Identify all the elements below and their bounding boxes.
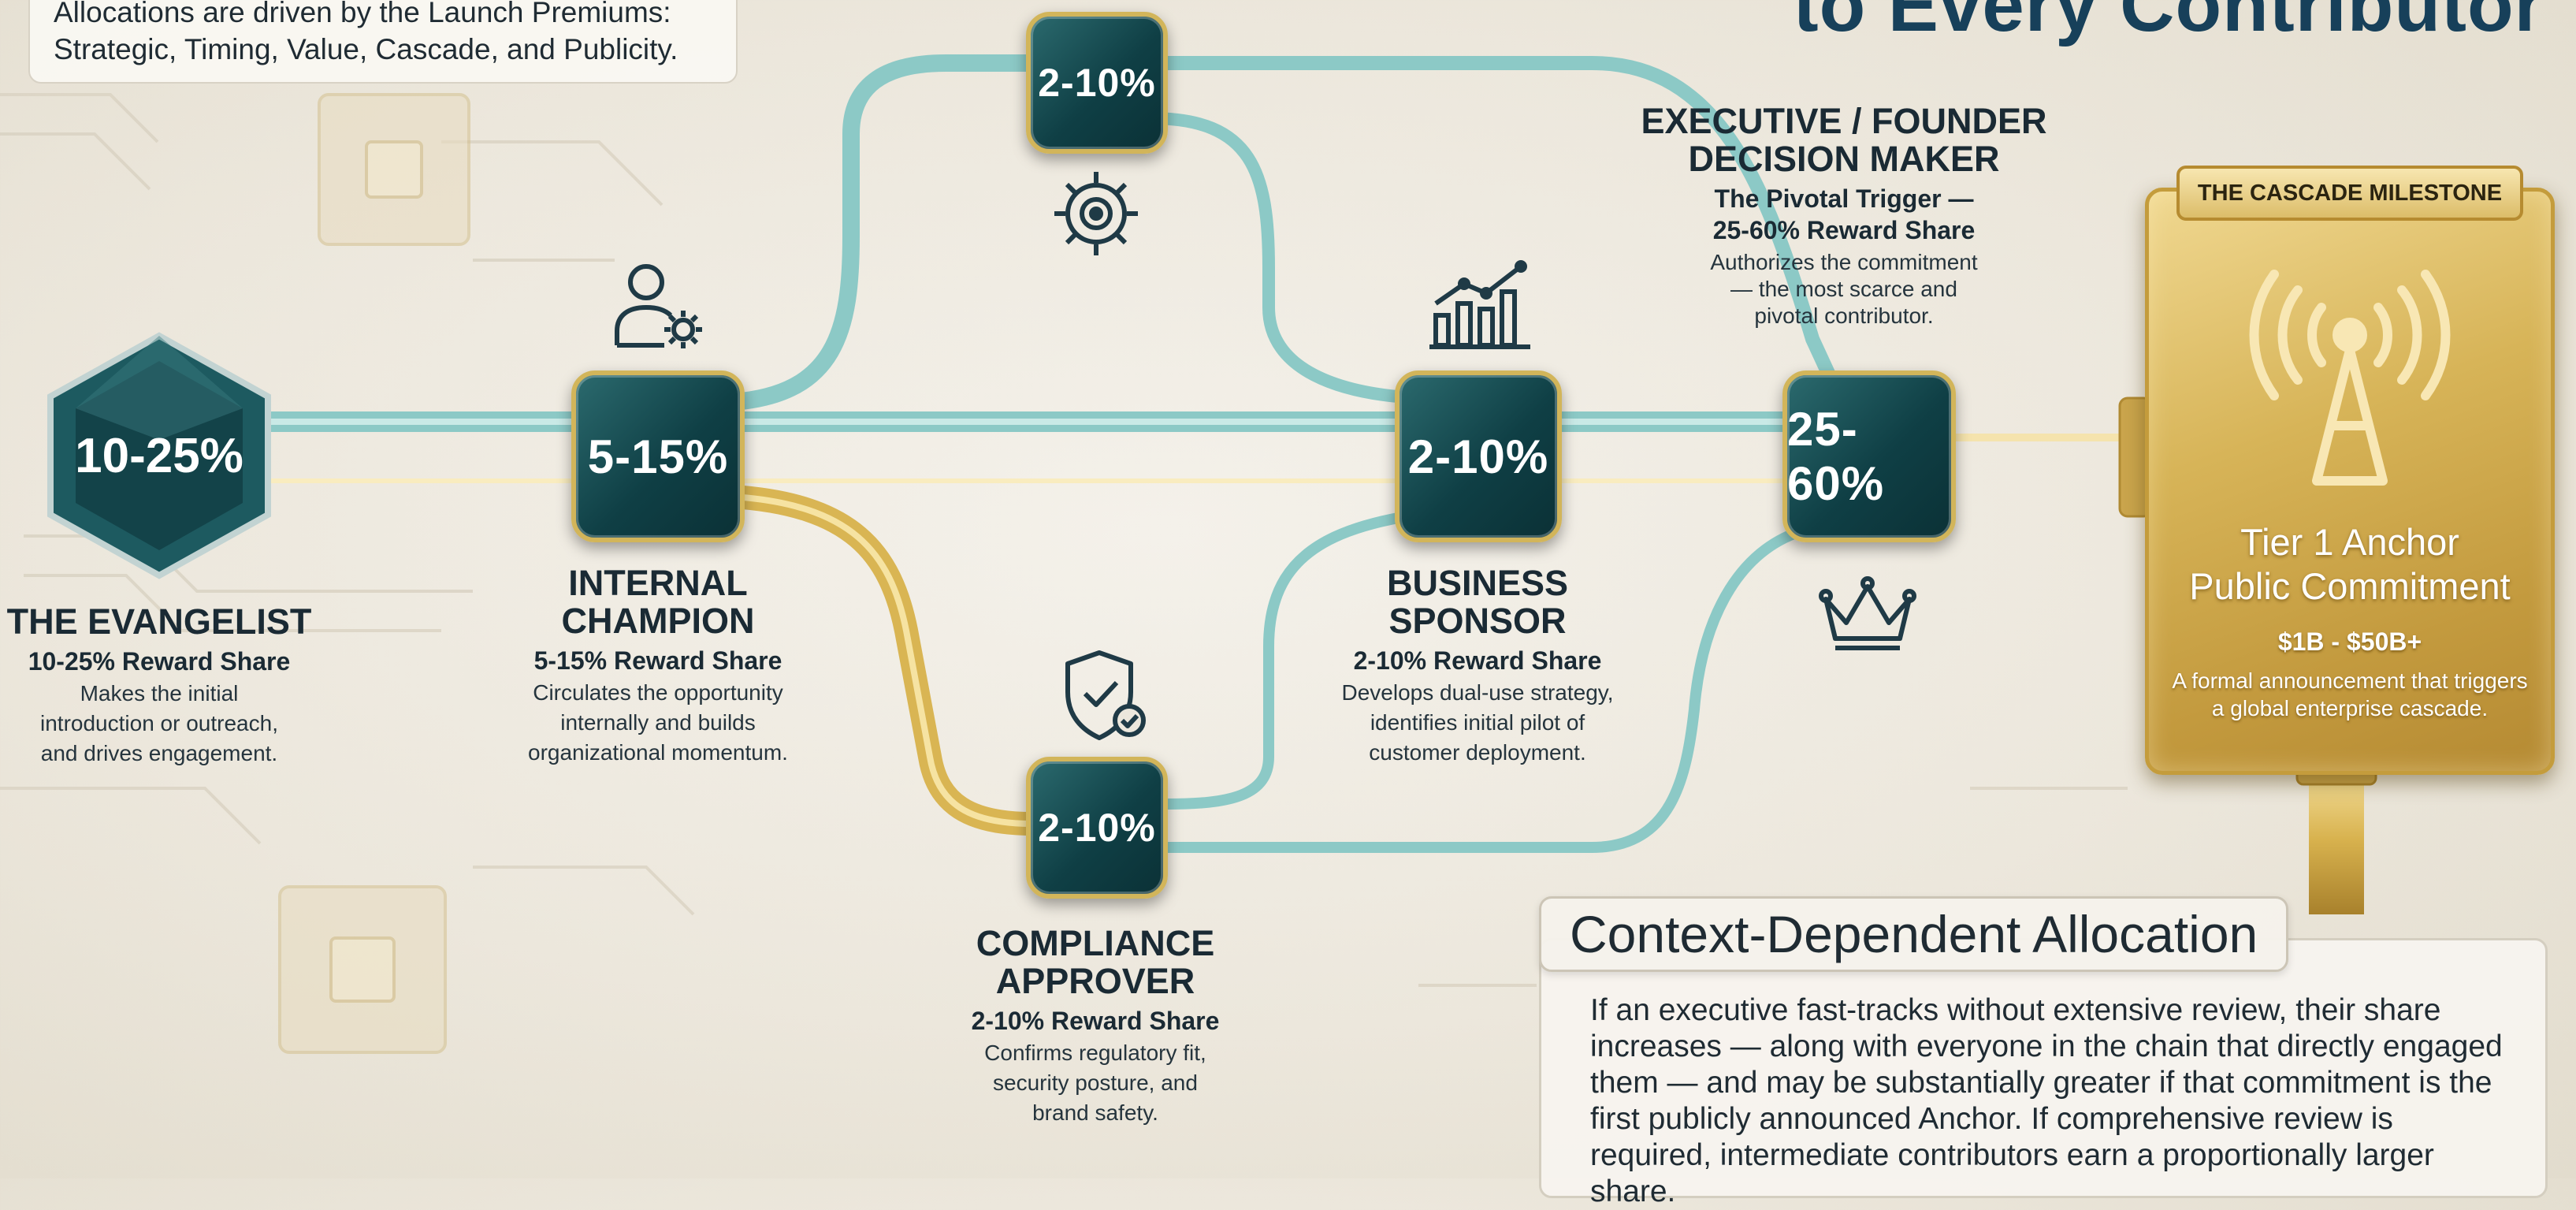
intro-note: Allocations are driven by the Launch Pre… — [28, 0, 738, 84]
executive-title-1: EXECUTIVE / FOUNDER — [1641, 101, 2047, 141]
evangelist-percent: 10-25% — [75, 428, 243, 483]
evangelist-desc-3: and drives engagement. — [40, 741, 278, 765]
champion-share: 5-15% Reward Share — [533, 646, 782, 675]
intro-note-line-2: Strategic, Timing, Value, Cascade, and P… — [54, 33, 678, 65]
sponsor-title-1: BUSINESS — [1386, 563, 1569, 603]
executive-share-2: 25-60% Reward Share — [1712, 216, 1976, 244]
evangelist-share: 10-25% Reward Share — [28, 647, 291, 676]
shield-check-icon — [1065, 650, 1146, 740]
intro-note-line-1: Allocations are driven by the Launch Pre… — [54, 0, 671, 28]
anchor-desc-2: a global enterprise cascade. — [2211, 696, 2489, 720]
sponsor-desc-1: Develops dual-use strategy, — [1341, 680, 1614, 705]
evangelist-title: THE EVANGELIST — [6, 601, 312, 642]
compliance-title-1: COMPLIANCE — [976, 923, 1215, 963]
evangelist-desc-2: introduction or outreach, — [40, 711, 278, 735]
anchor-title-1: Tier 1 Anchor — [2240, 521, 2459, 563]
user-gear-icon — [615, 264, 702, 348]
champion-title-1: INTERNAL — [568, 563, 748, 603]
executive-share-1: The Pivotal Trigger — — [1714, 184, 1974, 213]
broadcast-tower-icon — [2249, 270, 2451, 486]
compliance-desc-2: security posture, and — [993, 1070, 1198, 1095]
champion-desc-1: Circulates the opportunity — [533, 680, 783, 705]
cascade-milestone-tab: THE CASCADE MILESTONE — [2176, 166, 2523, 221]
compliance-desc-1: Confirms regulatory fit, — [984, 1041, 1206, 1065]
evangelist-node: 10-25% — [41, 329, 277, 582]
sponsor-desc-3: customer deployment. — [1369, 740, 1586, 765]
executive-node: 25-60% — [1782, 370, 1956, 542]
anchor-desc-1: A formal announcement that triggers — [2172, 668, 2528, 693]
top-branch-node: 2-10% — [1026, 12, 1168, 154]
chip-decoration-bottom — [278, 885, 447, 1054]
hexagon-gem-shape — [47, 332, 271, 579]
executive-desc-2: — the most scarce and — [1730, 277, 1957, 301]
compliance-label: COMPLIANCE APPROVER 2-10% Reward Share C… — [930, 925, 1261, 1126]
context-heading: Context-Dependent Allocation — [1539, 896, 2289, 972]
champion-node: 5-15% — [571, 370, 745, 542]
sponsor-label: BUSINESS SPONSOR 2-10% Reward Share Deve… — [1308, 564, 1647, 766]
compliance-share: 2-10% Reward Share — [971, 1007, 1220, 1035]
champion-label: INTERNAL CHAMPION 5-15% Reward Share Cir… — [496, 564, 820, 766]
chip-decoration-top — [318, 93, 470, 246]
evangelist-label: THE EVANGELIST 10-25% Reward Share Makes… — [0, 603, 318, 767]
anchor-desc: A formal announcement that triggers a gl… — [2145, 667, 2555, 722]
sponsor-share: 2-10% Reward Share — [1353, 646, 1602, 675]
compliance-node: 2-10% — [1026, 757, 1168, 899]
crown-icon — [1819, 576, 1916, 650]
executive-desc-1: Authorizes the commitment — [1710, 250, 1978, 274]
sponsor-title-2: SPONSOR — [1388, 601, 1567, 641]
pipe-network — [0, 54, 2377, 1054]
page-title: to Every Contributor — [1793, 0, 2544, 47]
compliance-title-2: APPROVER — [995, 961, 1195, 1001]
executive-label: EXECUTIVE / FOUNDER DECISION MAKER The P… — [1639, 102, 2049, 329]
sponsor-node: 2-10% — [1395, 370, 1562, 542]
champion-title-2: CHAMPION — [561, 601, 755, 641]
context-body: If an executive fast-tracks without exte… — [1539, 938, 2548, 1208]
anchor-range: $1B - $50B+ — [2277, 627, 2422, 656]
champion-desc-3: organizational momentum. — [528, 740, 788, 765]
growth-chart-icon — [1429, 260, 1530, 349]
gear-target-icon — [1054, 172, 1138, 255]
anchor-title-2: Public Commitment — [2189, 565, 2511, 607]
sponsor-desc-2: identifies initial pilot of — [1370, 710, 1585, 735]
anchor-title: Tier 1 Anchor Public Commitment — [2145, 520, 2555, 609]
executive-desc-3: pivotal contributor. — [1754, 303, 1934, 328]
executive-title-2: DECISION MAKER — [1688, 139, 2000, 179]
evangelist-desc-1: Makes the initial — [80, 681, 239, 706]
champion-desc-2: internally and builds — [560, 710, 756, 735]
compliance-desc-3: brand safety. — [1032, 1100, 1158, 1125]
